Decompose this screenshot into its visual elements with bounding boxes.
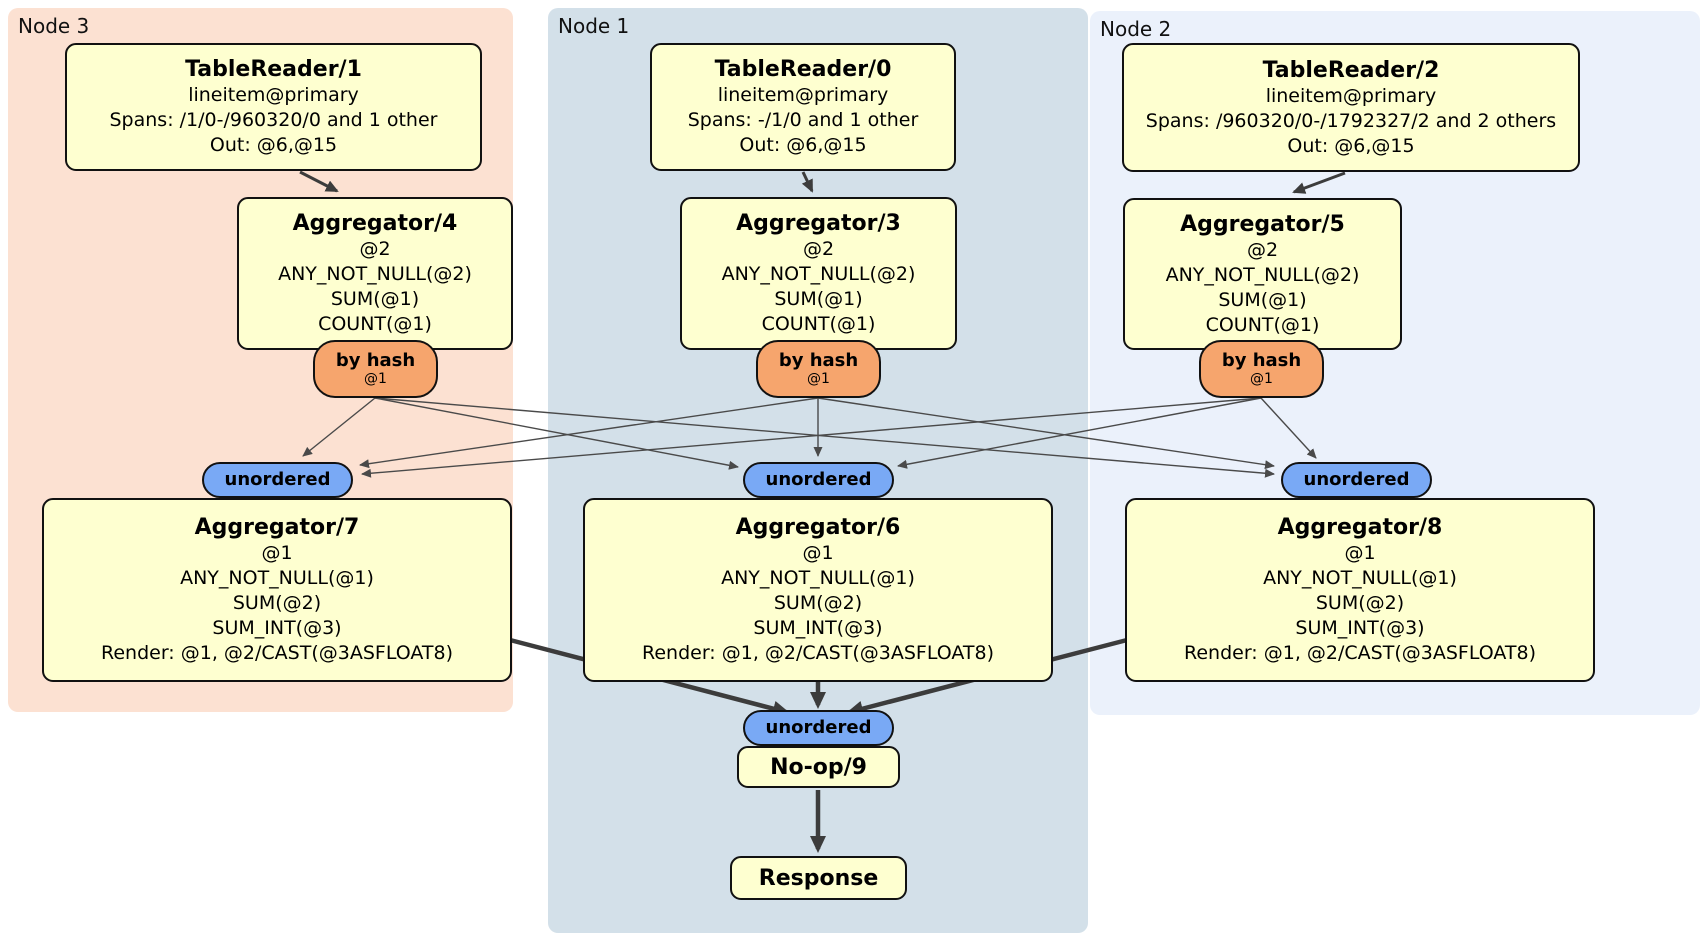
- box-title: No-op/9: [770, 754, 867, 780]
- box-line: Out: @6,@15: [739, 134, 867, 156]
- box-line: lineitem@primary: [717, 84, 889, 106]
- box-noop-9: No-op/9: [737, 746, 900, 788]
- box-line: Out: @6,@15: [209, 134, 338, 156]
- box-title: Aggregator/3: [736, 211, 901, 236]
- box-line: @1: [261, 542, 293, 564]
- router-unordered-6: unordered: [743, 462, 894, 498]
- box-title: Aggregator/6: [735, 515, 901, 540]
- box-response: Response: [730, 856, 907, 900]
- box-line: COUNT(@1): [1205, 313, 1320, 336]
- box-tablereader-1: TableReader/1 lineitem@primary Spans: /1…: [65, 43, 482, 171]
- box-line: ANY_NOT_NULL(@2): [278, 263, 472, 285]
- box-line: Spans: /1/0-/960320/0 and 1 other: [109, 109, 438, 131]
- router-unordered-9: unordered: [743, 710, 894, 746]
- box-title: TableReader/1: [185, 57, 362, 82]
- router-by-hash-3: by hash @1: [756, 340, 881, 398]
- box-line: SUM(@2): [773, 592, 863, 614]
- region-node-2-label: Node 2: [1100, 17, 1172, 41]
- box-tablereader-0: TableReader/0 lineitem@primary Spans: -/…: [650, 43, 956, 171]
- router-detail: @1: [807, 371, 830, 387]
- box-aggregator-4: Aggregator/4 @2 ANY_NOT_NULL(@2) SUM(@1)…: [237, 197, 513, 350]
- box-line: @2: [1246, 238, 1279, 261]
- box-line: ANY_NOT_NULL(@1): [180, 567, 374, 589]
- router-label: by hash: [335, 350, 416, 371]
- router-label: unordered: [765, 469, 872, 490]
- box-title: TableReader/2: [1262, 57, 1440, 83]
- box-line: COUNT(@1): [318, 313, 432, 335]
- box-title: Aggregator/4: [292, 211, 458, 236]
- box-title: TableReader/0: [714, 57, 892, 82]
- box-line: lineitem@primary: [1265, 84, 1437, 107]
- box-aggregator-7: Aggregator/7 @1 ANY_NOT_NULL(@1) SUM(@2)…: [42, 498, 512, 682]
- box-line: SUM(@1): [1218, 288, 1307, 311]
- box-line: @1: [802, 542, 834, 564]
- box-title: Aggregator/5: [1180, 211, 1345, 237]
- box-line: SUM_INT(@3): [753, 617, 883, 639]
- box-title: Response: [758, 865, 879, 891]
- box-line: Out: @6,@15: [1287, 134, 1415, 157]
- box-line: @2: [359, 238, 391, 260]
- router-label: unordered: [765, 717, 872, 738]
- router-detail: @1: [364, 371, 387, 387]
- box-aggregator-8: Aggregator/8 @1 ANY_NOT_NULL(@1) SUM(@2)…: [1125, 498, 1595, 682]
- router-unordered-8: unordered: [1281, 462, 1432, 498]
- box-line: ANY_NOT_NULL(@2): [1165, 263, 1360, 286]
- router-by-hash-5: by hash @1: [1199, 340, 1324, 398]
- box-aggregator-3: Aggregator/3 @2 ANY_NOT_NULL(@2) SUM(@1)…: [680, 197, 957, 350]
- region-node-1-label: Node 1: [558, 14, 630, 38]
- box-line: Render: @1, @2/CAST(@3ASFLOAT8): [101, 642, 453, 664]
- box-title: Aggregator/8: [1277, 515, 1443, 540]
- box-line: Spans: /960320/0-/1792327/2 and 2 others: [1145, 109, 1557, 132]
- box-line: @1: [1344, 542, 1376, 564]
- box-line: ANY_NOT_NULL(@1): [721, 567, 915, 589]
- box-line: Render: @1, @2/CAST(@3ASFLOAT8): [1184, 642, 1536, 664]
- box-aggregator-6: Aggregator/6 @1 ANY_NOT_NULL(@1) SUM(@2)…: [583, 498, 1053, 682]
- box-line: Render: @1, @2/CAST(@3ASFLOAT8): [642, 642, 994, 664]
- router-detail: @1: [1250, 371, 1273, 387]
- box-line: SUM(@1): [774, 288, 863, 310]
- box-line: COUNT(@1): [761, 313, 876, 335]
- box-line: SUM(@1): [330, 288, 420, 310]
- router-label: unordered: [224, 469, 331, 490]
- box-line: SUM(@2): [1315, 592, 1405, 614]
- router-label: unordered: [1303, 469, 1410, 490]
- box-tablereader-2: TableReader/2 lineitem@primary Spans: /9…: [1122, 43, 1580, 172]
- router-label: by hash: [778, 350, 859, 371]
- box-line: ANY_NOT_NULL(@1): [1263, 567, 1457, 589]
- box-line: ANY_NOT_NULL(@2): [721, 263, 916, 285]
- region-node-3-label: Node 3: [18, 14, 90, 38]
- box-aggregator-5: Aggregator/5 @2 ANY_NOT_NULL(@2) SUM(@1)…: [1123, 198, 1402, 350]
- box-line: @2: [802, 238, 835, 260]
- box-line: SUM_INT(@3): [212, 617, 342, 639]
- box-title: Aggregator/7: [194, 515, 360, 540]
- router-unordered-7: unordered: [202, 462, 353, 498]
- router-label: by hash: [1221, 350, 1302, 371]
- box-line: lineitem@primary: [188, 84, 359, 106]
- box-line: SUM(@2): [232, 592, 322, 614]
- box-line: Spans: -/1/0 and 1 other: [687, 109, 919, 131]
- router-by-hash-4: by hash @1: [313, 340, 438, 398]
- box-line: SUM_INT(@3): [1295, 617, 1425, 639]
